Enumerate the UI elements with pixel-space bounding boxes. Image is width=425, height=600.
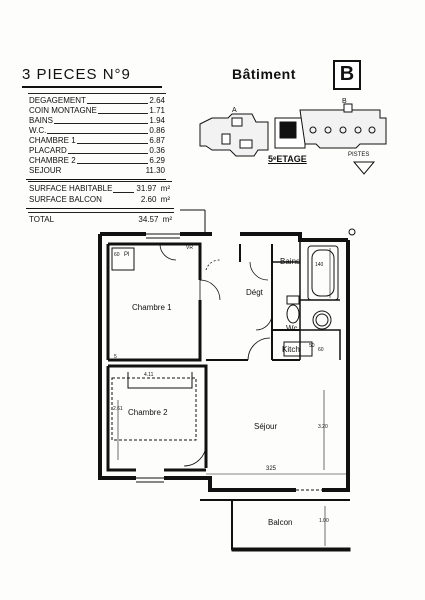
plan-walls xyxy=(98,232,351,552)
habitable-value: 31.97 xyxy=(135,184,158,193)
room-placard: Pl xyxy=(124,252,130,258)
room-wc: Wc xyxy=(286,324,298,333)
dim-label: 1.00 xyxy=(319,518,329,524)
balcon-value: 2.60 xyxy=(139,195,158,204)
dim-label: 60 xyxy=(318,347,324,353)
vr-label: VR xyxy=(186,245,193,251)
balcon-label: SURFACE BALCON xyxy=(28,195,103,205)
block-b-label: B xyxy=(342,98,347,105)
site-key xyxy=(199,103,387,157)
dim-label: 3.20 xyxy=(318,424,328,430)
surface-name: CHAMBRE 1 xyxy=(28,136,77,146)
surface-value: 6.29 xyxy=(148,156,166,166)
table-rule xyxy=(26,179,166,180)
surface-name: DEGAGEMENT xyxy=(28,96,87,106)
room-kitchenette: Kitch xyxy=(282,345,300,354)
title-rule xyxy=(22,86,162,88)
dim-label: 60 xyxy=(114,252,120,258)
area-unit: m² xyxy=(161,215,173,224)
room-sejour: Séjour xyxy=(254,422,278,431)
dim-label: 325 xyxy=(266,466,277,472)
room-chambre-1: Chambre 1 xyxy=(132,303,172,312)
surface-value: 0.36 xyxy=(148,146,166,156)
total-rule xyxy=(26,208,174,209)
dim-label: 4.11 xyxy=(144,372,154,378)
dim-label: 2.61 xyxy=(113,406,123,412)
floor-label: 5ᵉETAGE xyxy=(268,154,307,164)
dim-label: 5 xyxy=(114,354,117,360)
surface-name: COIN MONTAGNE xyxy=(28,106,98,116)
total-value: 34.57 xyxy=(137,215,160,224)
block-a-label: A xyxy=(232,107,237,114)
surface-value: 2.64 xyxy=(148,96,166,106)
dim-label: 140 xyxy=(315,262,324,268)
surface-value: 6.87 xyxy=(148,136,166,146)
habitable-label: SURFACE HABITABLE xyxy=(28,184,114,194)
surface-value: 1.94 xyxy=(148,116,166,126)
pistes-arrow xyxy=(352,161,376,175)
room-chambre-2: Chambre 2 xyxy=(128,408,168,417)
surface-name: W.C. xyxy=(28,126,48,136)
building-letter: B xyxy=(333,60,361,90)
fixtures xyxy=(111,245,339,441)
total-label: TOTAL xyxy=(28,215,56,225)
dimension-lines xyxy=(117,248,346,546)
room-degagement: Dégt xyxy=(246,288,263,297)
room-bains: Bains xyxy=(280,257,301,266)
surface-value: 11.30 xyxy=(144,166,166,176)
apartment-title: 3 PIECES N°9 xyxy=(22,66,131,83)
building-label: Bâtiment xyxy=(232,66,296,82)
room-balcon: Balcon xyxy=(268,518,293,527)
area-unit: m² xyxy=(159,195,171,204)
pistes-label: PISTES xyxy=(348,152,370,158)
surface-name: BAINS xyxy=(28,116,55,126)
surface-name: SEJOUR xyxy=(28,166,63,176)
surface-value: 0.86 xyxy=(148,126,166,136)
surface-value: 1.71 xyxy=(148,106,166,116)
surface-name: PLACARD xyxy=(28,146,68,156)
dim-label: 50 xyxy=(309,343,315,349)
door-swings xyxy=(159,243,273,467)
area-unit: m² xyxy=(159,184,171,193)
surface-name: CHAMBRE 2 xyxy=(28,156,77,166)
